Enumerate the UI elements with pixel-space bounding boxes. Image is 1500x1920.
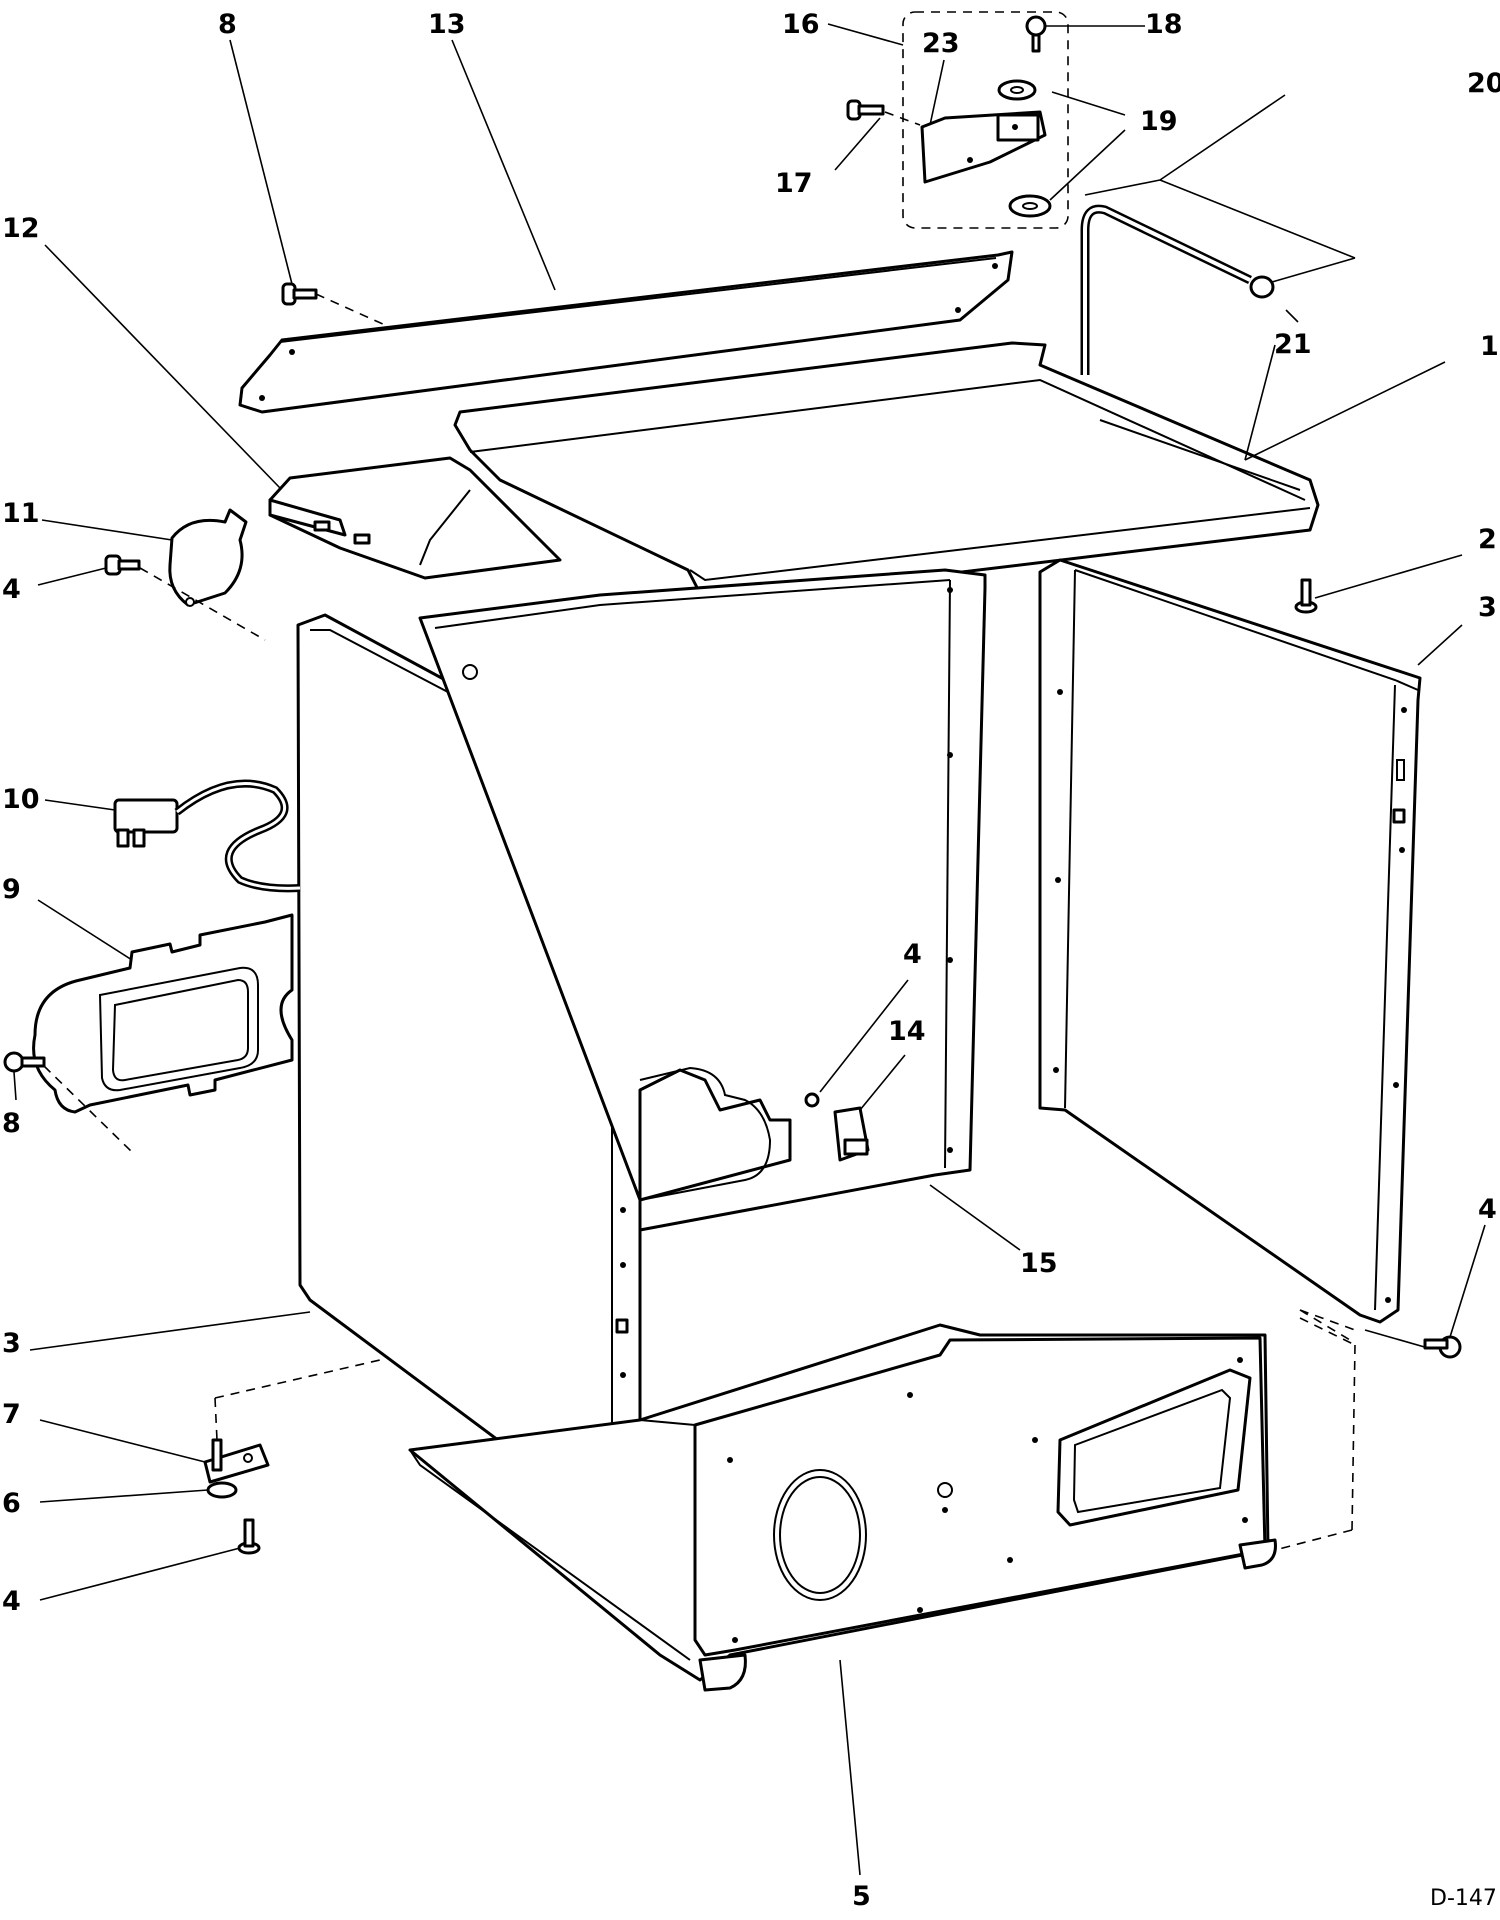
rear-panel-part — [418, 568, 987, 1232]
screw-icon — [281, 282, 318, 306]
access-panel-part — [32, 913, 294, 1114]
leader-lines — [13, 23, 1486, 1876]
callout-15: 15 — [1020, 1248, 1058, 1279]
callout-12: 12 — [2, 213, 40, 244]
callout-14: 14 — [888, 1016, 926, 1047]
callout-7: 7 — [2, 1399, 21, 1430]
callout-4-right: 4 — [1478, 1194, 1497, 1225]
callout-8-left: 8 — [2, 1108, 21, 1139]
callout-17: 17 — [775, 168, 813, 199]
screw-icon — [104, 554, 141, 576]
screw-icon — [1423, 1335, 1462, 1359]
callout-3-right: 3 — [1478, 592, 1497, 623]
callout-16: 16 — [782, 9, 820, 40]
callout-4-mid: 4 — [903, 939, 922, 970]
cover-plate-part — [168, 508, 248, 607]
callout-6: 6 — [2, 1488, 21, 1519]
callout-3-left: 3 — [2, 1328, 21, 1359]
callout-18: 18 — [1145, 9, 1183, 40]
callout-4-bottom: 4 — [2, 1586, 21, 1617]
top-cover-part — [453, 341, 1320, 605]
hinge-detail-box — [846, 11, 1069, 229]
screw-icon — [3, 1051, 46, 1073]
callout-23: 23 — [922, 28, 960, 59]
leveling-foot-part — [203, 1438, 270, 1555]
right-side-panel-part — [1038, 558, 1422, 1324]
callout-5: 5 — [852, 1881, 871, 1912]
clip-part — [804, 1092, 870, 1162]
callout-9: 9 — [2, 874, 21, 905]
hinge-rod-part — [1080, 204, 1275, 375]
base-frame-part — [408, 1323, 1277, 1692]
callout-8-top: 8 — [218, 9, 237, 40]
callout-11: 11 — [2, 498, 40, 529]
screw-icon — [1294, 578, 1318, 614]
callout-13: 13 — [428, 9, 466, 40]
callout-1: 1 — [1480, 331, 1499, 362]
front-bracket-part — [268, 456, 562, 580]
callout-19: 19 — [1140, 106, 1178, 137]
callout-2: 2 — [1478, 524, 1497, 555]
callout-labels: 8 13 16 23 18 20 19 17 21 1 12 11 4 2 3 … — [2, 9, 1500, 1912]
power-cord-part — [113, 779, 301, 893]
callout-10: 10 — [2, 784, 40, 815]
callout-20: 20 — [1467, 68, 1500, 99]
callout-21: 21 — [1274, 329, 1312, 360]
callout-4-left: 4 — [2, 574, 21, 605]
document-id: D-147 — [1430, 1886, 1497, 1911]
top-rail-part — [238, 250, 1014, 414]
